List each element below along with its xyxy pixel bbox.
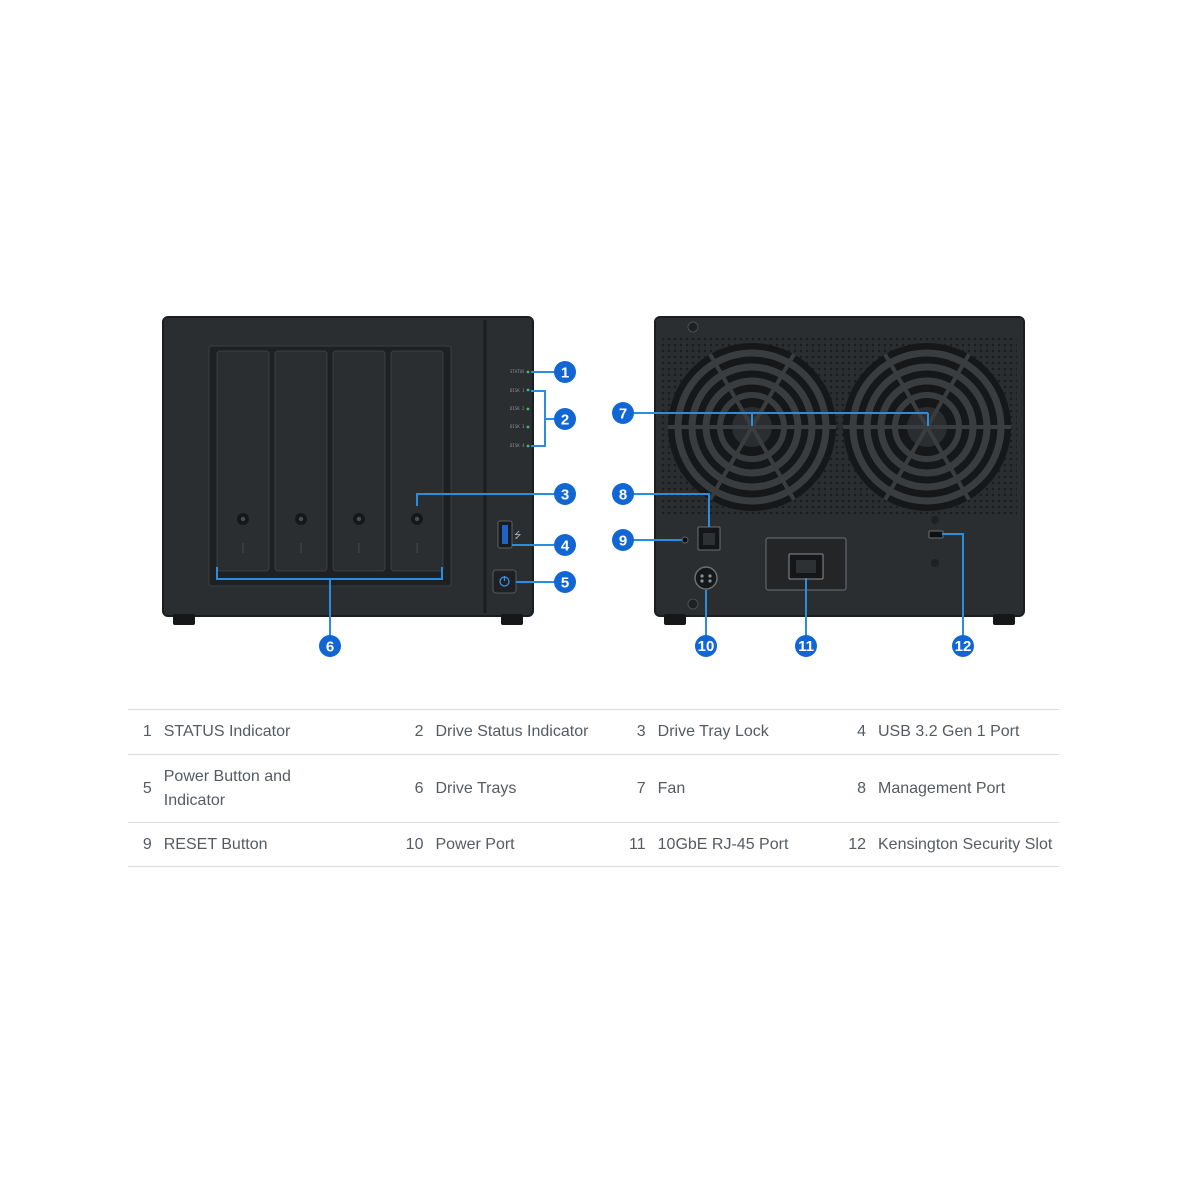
nas-hardware-diagram: STATUS DISK 1 DISK 2 DISK 3 DISK 4 ⭍ — [162, 316, 1025, 657]
callout-6: 6 — [319, 635, 341, 657]
legend-label: USB 3.2 Gen 1 Port — [878, 723, 1020, 740]
legend-number: 8 — [857, 779, 866, 797]
legend-number: 6 — [414, 779, 424, 797]
10gbe-module[interactable] — [765, 537, 847, 591]
svg-text:12: 12 — [955, 638, 972, 655]
disk2-led — [526, 407, 530, 411]
drive-tray-3[interactable] — [332, 350, 386, 572]
svg-text:4: 4 — [561, 538, 570, 555]
fan-left — [668, 343, 836, 511]
legend-number: 7 — [636, 779, 646, 797]
disk4-led — [526, 444, 530, 448]
callout-8: 8 — [612, 483, 634, 505]
table-row: 1 STATUS Indicator 2 Drive Status Indica… — [128, 709, 1059, 755]
callouts: 1 2 3 4 5 6 7 8 9 10 11 12 — [319, 361, 974, 657]
legend-number: 10 — [405, 835, 424, 853]
legend-number: 9 — [142, 835, 152, 853]
led-label-disk4: DISK 4 — [510, 443, 525, 448]
rear-foot-right — [993, 614, 1015, 625]
svg-text:1: 1 — [561, 365, 569, 382]
drive-tray-1[interactable] — [216, 350, 270, 572]
legend-label: RESET Button — [163, 835, 268, 853]
led-label-status: STATUS — [510, 369, 525, 374]
svg-text:3: 3 — [561, 487, 569, 504]
callout-7: 7 — [612, 402, 634, 424]
table-row: 5 Power Button and Indicator 6 Drive Tra… — [128, 754, 1059, 823]
status-led — [526, 370, 530, 374]
led-label-disk3: DISK 3 — [510, 424, 525, 429]
legend-label: Drive Tray Lock — [657, 723, 769, 740]
svg-text:8: 8 — [619, 487, 627, 504]
callout-10: 10 — [695, 635, 717, 657]
legend-label: Drive Status Indicator — [435, 723, 589, 740]
rear-foot-left — [664, 614, 686, 625]
led-label-disk2: DISK 2 — [510, 406, 525, 411]
svg-text:2: 2 — [561, 412, 569, 429]
led-label-disk1: DISK 1 — [510, 388, 525, 393]
legend-label: Drive Trays — [435, 779, 517, 797]
legend-label: 10GbE RJ-45 Port — [657, 835, 789, 853]
callout-5: 5 — [554, 571, 576, 593]
front-foot-right — [501, 614, 523, 625]
table-row: 9 RESET Button 10 Power Port 11 10GbE RJ… — [128, 822, 1059, 867]
svg-text:7: 7 — [619, 406, 627, 423]
disk3-led — [526, 425, 530, 429]
legend-label: Power Button and Indicator — [163, 767, 291, 809]
fan-right — [843, 343, 1011, 511]
legend-label: Power Port — [435, 835, 515, 853]
legend-number: 4 — [857, 723, 866, 740]
usb-port[interactable] — [497, 520, 513, 549]
legend-number: 1 — [142, 723, 152, 740]
legend-number: 5 — [142, 779, 152, 797]
legend-table: 1 STATUS Indicator 2 Drive Status Indica… — [128, 709, 1059, 867]
legend-label: Management Port — [878, 779, 1006, 797]
drive-tray-2[interactable] — [274, 350, 328, 572]
led-indicators: STATUS DISK 1 DISK 2 DISK 3 DISK 4 — [510, 369, 530, 448]
power-button[interactable] — [492, 569, 517, 594]
svg-text:9: 9 — [619, 533, 627, 550]
callout-3: 3 — [554, 483, 576, 505]
callout-11: 11 — [795, 635, 817, 657]
disk1-led — [526, 388, 530, 392]
legend-number: 2 — [414, 723, 424, 740]
legend-number: 3 — [636, 723, 646, 740]
callout-4: 4 — [554, 534, 576, 556]
drive-tray-4[interactable] — [390, 350, 444, 572]
svg-text:5: 5 — [561, 575, 569, 592]
front-foot-left — [173, 614, 195, 625]
kensington-slot[interactable] — [928, 530, 944, 539]
rear-panel — [654, 316, 1025, 625]
legend-number: 11 — [629, 835, 646, 853]
reset-button[interactable] — [681, 536, 689, 544]
legend-label: Kensington Security Slot — [878, 835, 1053, 853]
callout-12: 12 — [952, 635, 974, 657]
svg-text:6: 6 — [326, 639, 334, 656]
front-panel: STATUS DISK 1 DISK 2 DISK 3 DISK 4 ⭍ — [162, 316, 534, 625]
callout-1: 1 — [554, 361, 576, 383]
legend-label: STATUS Indicator — [163, 723, 291, 740]
callout-9: 9 — [612, 529, 634, 551]
svg-text:10: 10 — [698, 638, 715, 655]
legend-label: Fan — [657, 779, 686, 797]
power-port[interactable] — [694, 566, 718, 590]
usb-icon: ⭍ — [514, 530, 522, 541]
callout-2: 2 — [554, 408, 576, 430]
svg-text:11: 11 — [798, 638, 814, 655]
legend-number: 12 — [848, 835, 866, 853]
management-port[interactable] — [697, 526, 721, 551]
